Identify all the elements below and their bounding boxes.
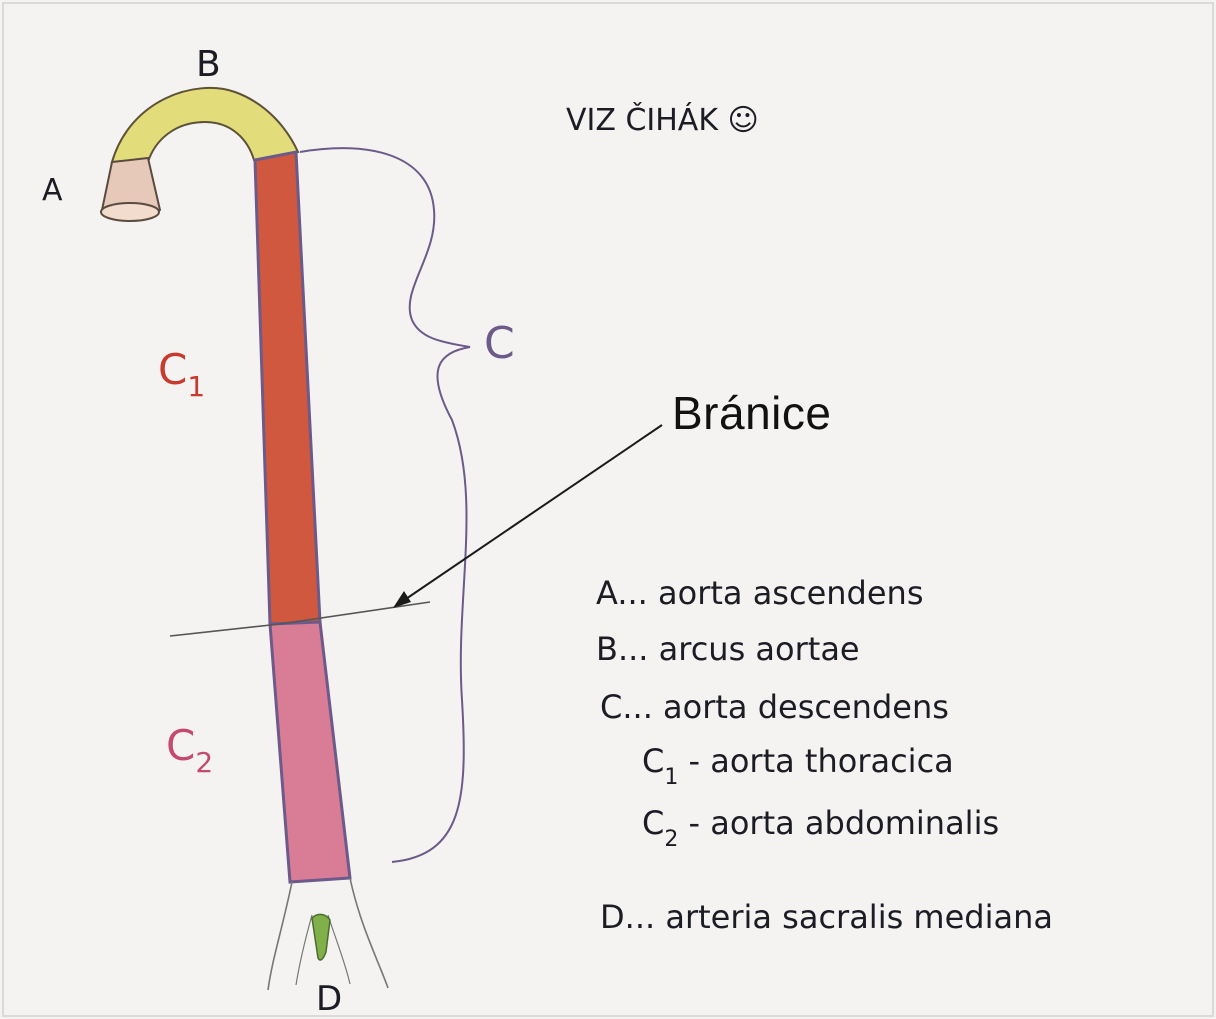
label-d: D bbox=[316, 979, 342, 1019]
legend-sub-c1: 1 bbox=[664, 765, 678, 790]
label-c2-letter: C bbox=[166, 721, 195, 770]
legend-key-c1: C bbox=[642, 742, 664, 780]
label-c1: C1 bbox=[158, 345, 205, 403]
sacral-inner-left-line bbox=[296, 915, 312, 985]
label-c2: C2 bbox=[166, 721, 213, 779]
legend-key-d: D bbox=[600, 898, 625, 936]
branice-callout: Bránice bbox=[672, 386, 831, 440]
legend-text-b: ... arcus aortae bbox=[618, 630, 860, 668]
legend-line-c2: C2 - aorta abdominalis bbox=[642, 804, 999, 852]
aorta-abdominalis-shape bbox=[270, 622, 350, 882]
legend-line-a: A... aorta ascendens bbox=[596, 574, 923, 612]
label-c2-subscript: 2 bbox=[195, 746, 213, 779]
legend-key-c: C bbox=[600, 688, 622, 726]
paper-border bbox=[3, 3, 1213, 1016]
aorta-ascendens-opening bbox=[101, 203, 159, 221]
legend-text-d: ... arteria sacralis mediana bbox=[625, 898, 1053, 936]
legend-line-c: C... aorta descendens bbox=[600, 688, 949, 726]
header-note: VIZ ČIHÁK ☺ bbox=[566, 101, 759, 138]
legend-key-b: B bbox=[596, 630, 618, 668]
label-c1-subscript: 1 bbox=[187, 370, 205, 403]
legend-text-a: ... aorta ascendens bbox=[617, 574, 923, 612]
legend-line-b: B... arcus aortae bbox=[596, 630, 860, 668]
arcus-aortae-shape bbox=[112, 88, 298, 162]
label-c: C bbox=[484, 318, 515, 369]
sacral-inner-right-line bbox=[328, 915, 350, 984]
legend-text-c2: - aorta abdominalis bbox=[678, 804, 999, 842]
bifurcation-right-line bbox=[350, 878, 388, 988]
label-a: A bbox=[42, 173, 63, 208]
legend-text-c: ... aorta descendens bbox=[622, 688, 949, 726]
legend-line-c1: C1 - aorta thoracica bbox=[642, 742, 954, 790]
label-b: B bbox=[196, 44, 221, 85]
legend-text-c1: - aorta thoracica bbox=[678, 742, 953, 780]
legend-sub-c2: 2 bbox=[664, 827, 678, 852]
label-c1-letter: C bbox=[158, 345, 187, 394]
legend-key-c2: C bbox=[642, 804, 664, 842]
legend-key-a: A bbox=[596, 574, 618, 612]
arteria-sacralis-mediana-shape bbox=[312, 914, 330, 960]
aorta-thoracica-shape bbox=[255, 152, 320, 624]
legend-line-d: D... arteria sacralis mediana bbox=[600, 898, 1053, 936]
legend: A... aorta ascendens B... arcus aortae C… bbox=[596, 574, 1053, 936]
bifurcation-left-line bbox=[268, 882, 292, 990]
